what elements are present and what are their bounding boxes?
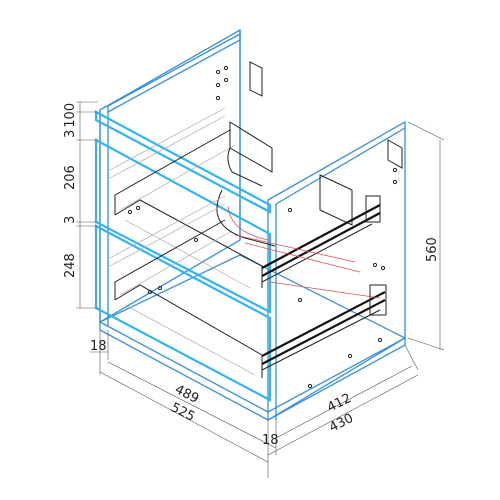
drawer-internals [109,61,403,389]
interior-guide-1 [109,107,226,171]
dim-label-206: 206 [63,165,78,190]
upper-cutout-curve [227,147,263,187]
dim-label-248: 248 [63,253,78,278]
upper-runner-base [261,223,373,283]
lower-drawer-side [114,219,226,300]
lower-runner-top [261,291,386,357]
dim-430-line [267,374,419,456]
lower-drawer-inner [119,231,231,296]
bottom-right-edge [267,344,406,421]
left-side-top-edge [107,32,241,114]
upper-cutout-block [229,121,273,173]
upper-runner-bottom [261,212,381,277]
dim-412-line [275,365,413,439]
lower-runner-bottom [261,299,386,365]
top-rail-front [94,110,272,214]
lower-runner-end [369,284,387,316]
screw-holes [127,65,398,389]
upper-rail-back-plate [319,174,353,226]
lower-drawer-floor [124,304,256,376]
right-dim-ext-bottom [407,337,445,351]
siphon-hidden [227,205,269,241]
interior-guide-4 [109,203,226,267]
hidden-line-upper-2 [244,242,361,273]
right-dim-ext-top [407,121,445,141]
hidden-line-lower [269,281,381,299]
upper-drawer-floor [124,219,251,289]
hidden-line-upper [234,234,356,263]
dim-label-3-mid: 3 [63,216,78,224]
dim-label-560: 560 [425,237,440,262]
interior-guide-3 [109,195,226,259]
right-side-top-inner [275,127,406,205]
lower-runner-base [261,309,381,371]
dimension-lines [76,101,445,478]
dimension-labels: 3100 206 3 248 560 18 489 525 412 430 18 [63,103,440,448]
dim-label-3-100: 3100 [63,103,78,138]
dim-489-line [107,361,277,449]
interior-guide-2 [109,115,226,179]
upper-drawer-inner [119,144,236,211]
dim-label-18-left: 18 [90,339,107,354]
upper-runner-top [261,204,381,269]
dim-525-line [99,371,269,463]
upper-drawer-side [114,129,231,215]
bottom-front-edge [99,329,269,421]
depth-dim-ext-right [404,344,419,371]
dim-label-18-bottom: 18 [262,433,279,448]
right-bracket [387,139,403,169]
wall-bracket [249,61,263,97]
upper-runner-end [365,195,381,223]
lower-drawer-front [94,224,272,402]
lower-drawer-box [114,284,263,378]
